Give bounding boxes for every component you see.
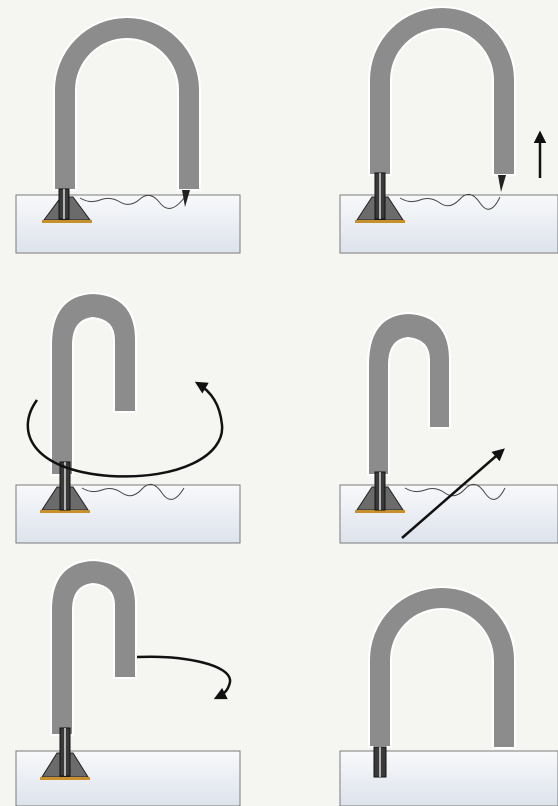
washer-base	[42, 220, 92, 223]
arrow-curl	[136, 655, 232, 700]
panel-5	[15, 558, 241, 806]
washer-base	[355, 220, 405, 223]
fastener	[355, 172, 405, 223]
panel-4	[339, 311, 558, 544]
shackle	[368, 6, 516, 176]
washer-base	[40, 510, 90, 513]
fastener	[42, 188, 92, 223]
shim-tip	[498, 175, 506, 192]
arrow-diagonal	[401, 448, 505, 539]
shackle	[367, 311, 451, 476]
lock-body	[15, 194, 241, 254]
panel-1	[15, 16, 241, 254]
panel-3	[15, 291, 241, 544]
lock-body	[15, 484, 241, 544]
keyway-crack	[404, 483, 506, 500]
fastener	[40, 727, 90, 780]
keyway-crack	[79, 194, 185, 209]
washer-base	[355, 510, 405, 513]
panel-6	[339, 586, 558, 806]
shim-tip	[182, 190, 190, 207]
shackle	[50, 558, 137, 736]
shackle	[50, 291, 137, 476]
shackle	[368, 586, 516, 749]
washer-base	[40, 777, 90, 780]
fastener	[40, 461, 90, 513]
fastener	[373, 746, 387, 778]
keyway-crack	[399, 193, 501, 210]
panel-2	[339, 6, 558, 254]
shackle	[53, 16, 201, 191]
keyway-crack	[81, 483, 185, 500]
lock-body	[339, 750, 558, 806]
fastener	[355, 471, 405, 513]
arrow-rotate	[26, 381, 224, 478]
